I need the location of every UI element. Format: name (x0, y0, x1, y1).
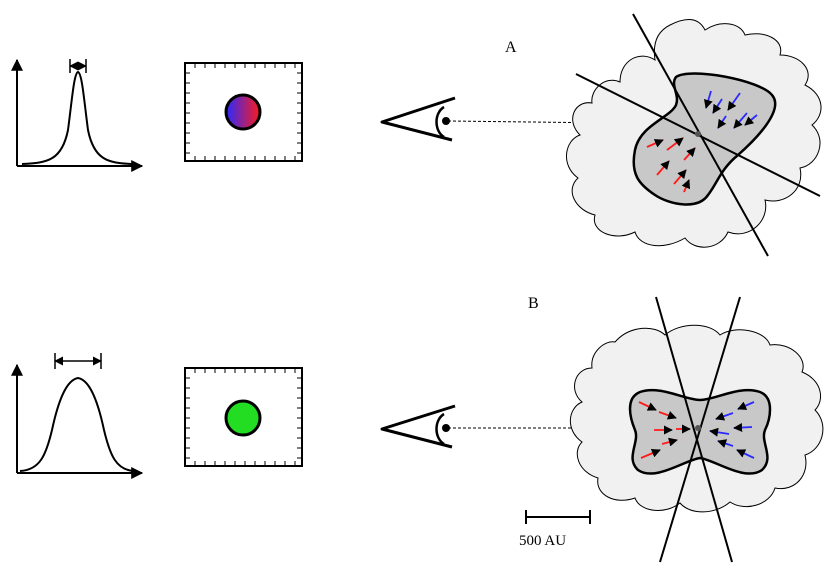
blue-arrows-a (703, 90, 758, 129)
line-profile-wide (11, 353, 144, 479)
blue-arrows-b (709, 401, 755, 459)
beam-dot-a (224, 93, 262, 131)
eye-icon (380, 96, 456, 142)
panel-label-b: B (528, 295, 539, 312)
wide-profile-curve (19, 376, 135, 472)
beam-image-frame-a (184, 62, 303, 162)
panel-b: B (11, 295, 824, 563)
red-arrows-a (646, 137, 696, 193)
narrow-profile-curve (21, 70, 133, 165)
frame-ticks (185, 63, 302, 161)
eye-icon (380, 404, 456, 449)
beam-dot-b (224, 399, 262, 437)
panel-a: A (11, 13, 822, 257)
frame-ticks (185, 368, 302, 466)
scale-bar-label: 500 AU (519, 533, 566, 549)
beam-image-frame-b (184, 367, 303, 467)
protostar-b (695, 425, 701, 431)
red-arrows-b (638, 401, 691, 459)
line-profile-narrow (11, 58, 144, 172)
panel-label-a: A (505, 39, 517, 56)
protostar-a (695, 131, 701, 137)
scale-bar: 500 AU (519, 510, 591, 549)
